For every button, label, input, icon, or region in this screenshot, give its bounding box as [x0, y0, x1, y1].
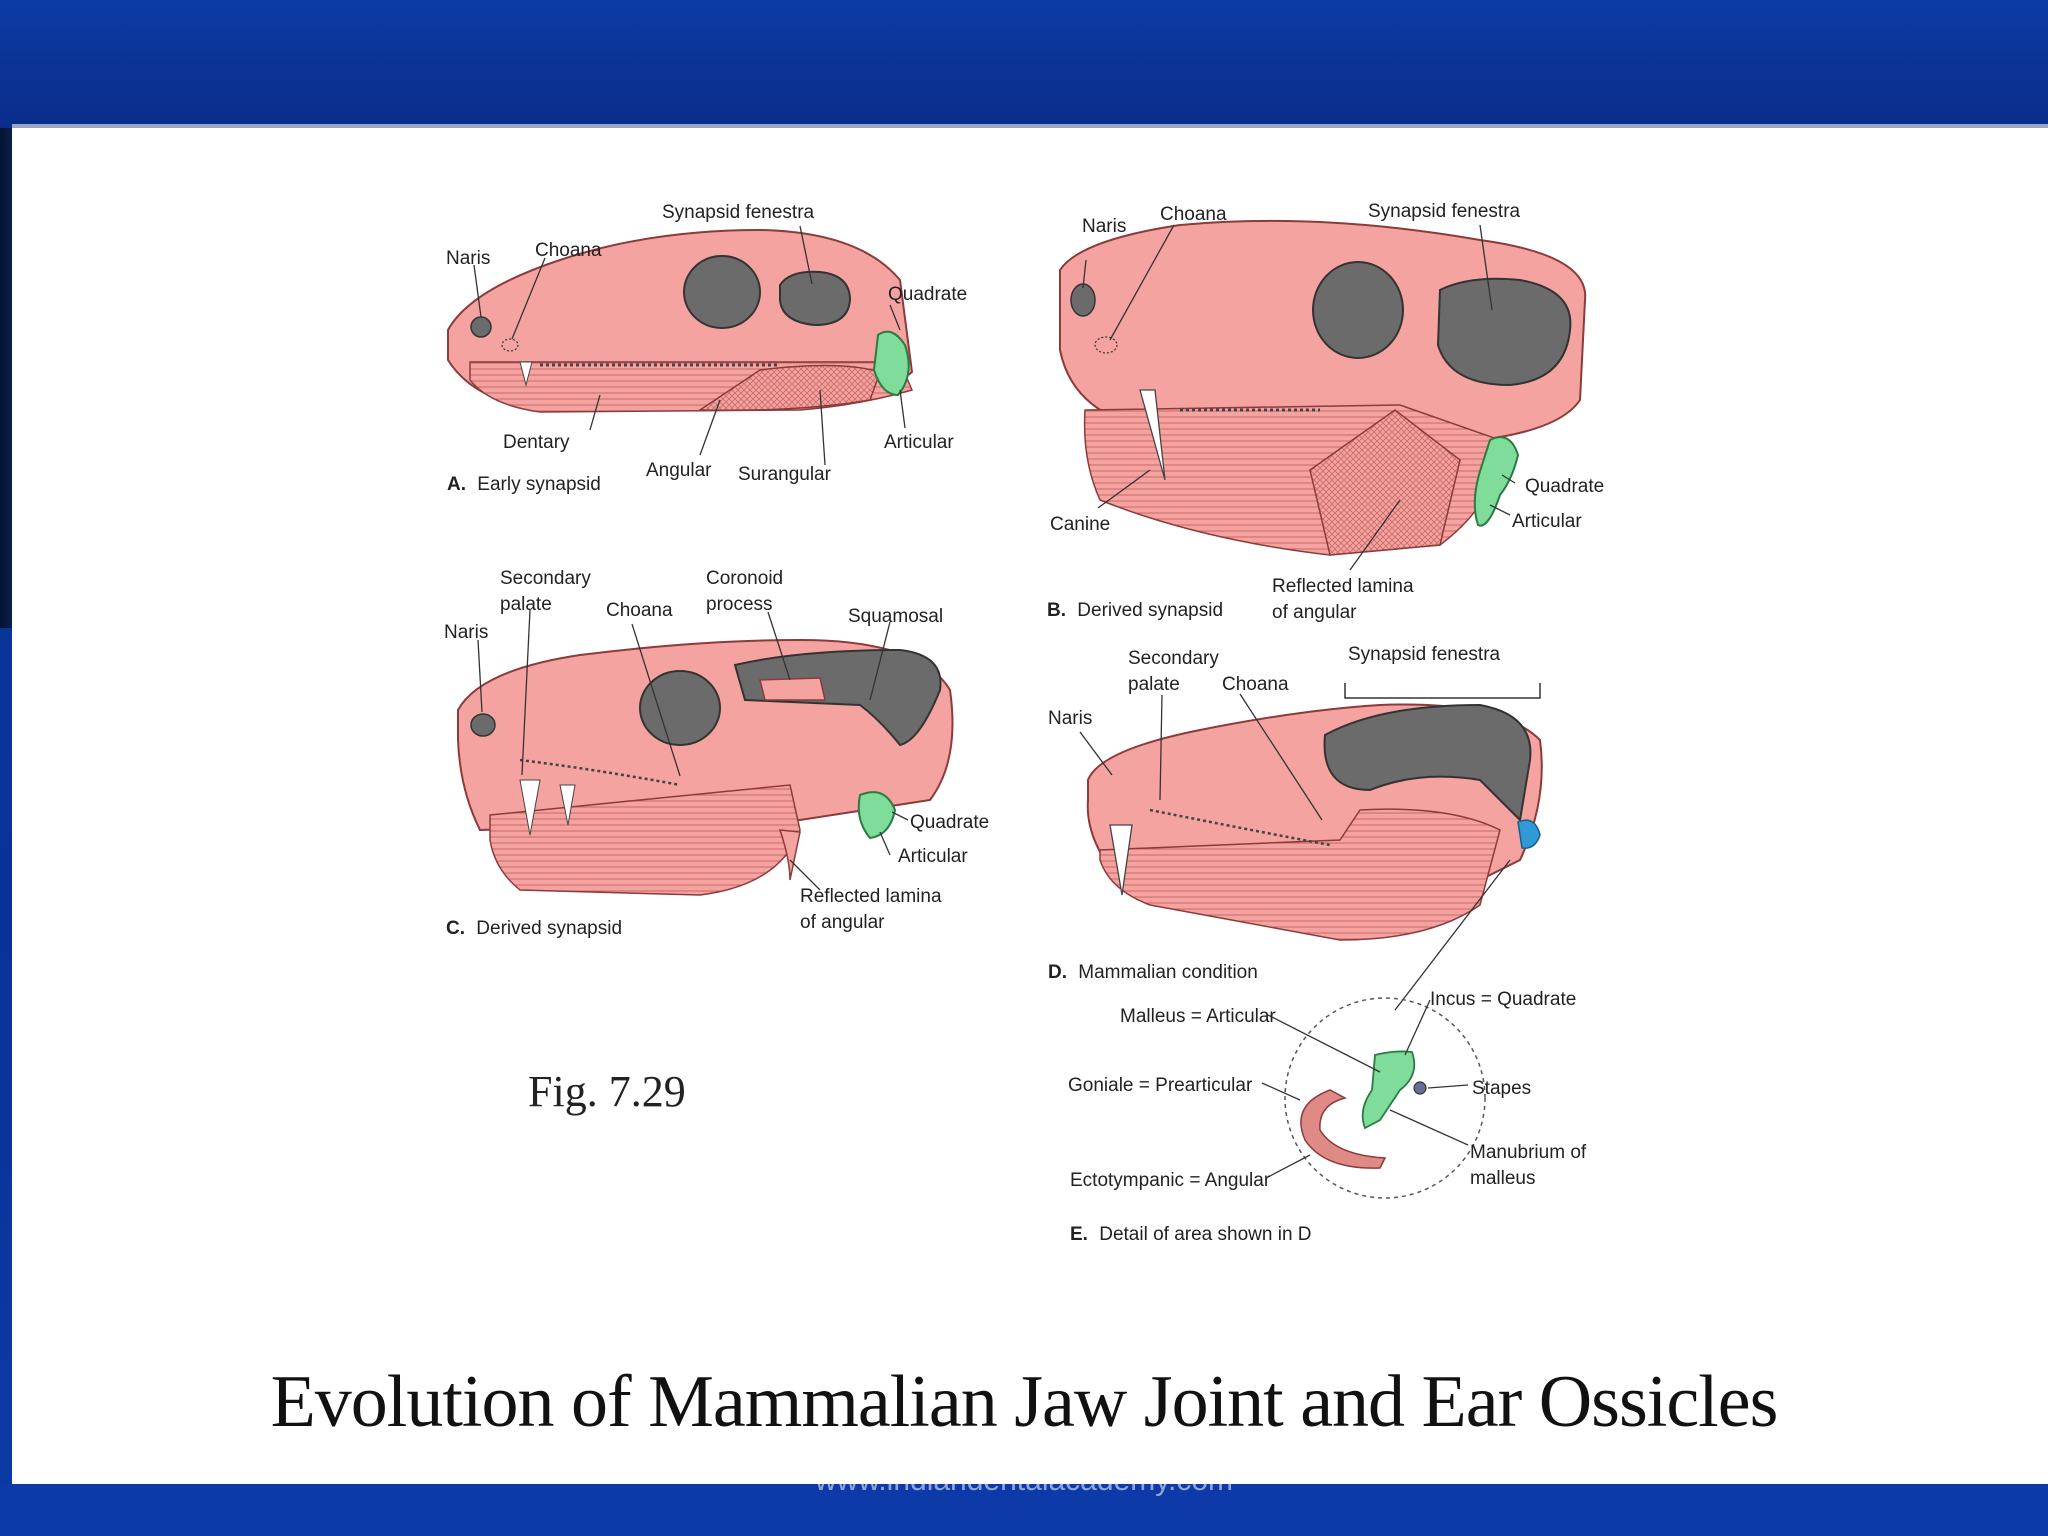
- panel-c-letter: C.: [446, 918, 465, 939]
- panel-e-letter: E.: [1070, 1224, 1088, 1245]
- panel-b-canine-label: Canine: [1050, 514, 1110, 535]
- panel-c-secondary-label-2: palate: [500, 594, 552, 615]
- panel-e-ectotympanic-label: Ectotympanic = Angular: [1070, 1170, 1271, 1191]
- panel-c-lamina-label-2: of angular: [800, 912, 885, 933]
- panel-a-quadrate-label: Quadrate: [888, 284, 967, 305]
- panel-b-orbit: [1312, 261, 1404, 359]
- panel-a-leaders: [473, 225, 906, 466]
- panel-c-quadrate-label: Quadrate: [910, 812, 989, 833]
- panel-c-caption: C. Derived synapsid: [446, 918, 622, 939]
- footer-url: www.indiandentalacademy.com: [815, 1464, 1233, 1497]
- panel-b-articular-label: Articular: [1512, 511, 1582, 532]
- panel-d-stapes-blue: [1517, 819, 1541, 849]
- panel-a-articular-label: Articular: [884, 432, 954, 453]
- panel-d-skull: [1086, 683, 1543, 941]
- panel-a-skull: [447, 228, 914, 413]
- panel-c-secondary-label-1: Secondary: [500, 568, 591, 589]
- panel-a-quadrate: [872, 330, 910, 397]
- panel-d-leaders: [1079, 693, 1511, 1011]
- panel-c-naris-label: Naris: [444, 622, 488, 643]
- panel-b-quadrate: [1473, 436, 1520, 527]
- panel-c-orbit: [639, 670, 721, 746]
- panel-c-caption-text: Derived synapsid: [476, 918, 622, 939]
- panel-e-leaders: [1261, 999, 1469, 1178]
- panel-b-fenestra: [1436, 277, 1572, 387]
- panel-c-coronoid-label-2: process: [706, 594, 773, 615]
- panel-c-squamosal-label: Squamosal: [848, 606, 943, 627]
- panel-a-caption-text: Early synapsid: [477, 474, 601, 495]
- panel-a-fenestra-label: Synapsid fenestra: [662, 202, 815, 223]
- panel-b-fenestra-label: Synapsid fenestra: [1368, 201, 1521, 222]
- slide-title: Evolution of Mammalian Jaw Joint and Ear…: [270, 1361, 1779, 1443]
- panel-d-naris-label: Naris: [1048, 708, 1092, 729]
- panel-e-caption-text: Detail of area shown in D: [1099, 1224, 1311, 1245]
- panel-a-caption: A. Early synapsid: [447, 474, 601, 495]
- panel-d-fenestra-bracket: [1344, 683, 1541, 699]
- panel-b-lamina-label-2: of angular: [1272, 602, 1357, 623]
- panel-d-choana-label: Choana: [1222, 674, 1289, 695]
- panel-a-angular-label: Angular: [646, 460, 712, 481]
- panel-a-surangular-label: Surangular: [738, 464, 832, 485]
- panel-a-naris-label: Naris: [446, 248, 490, 269]
- panel-a-letter: A.: [447, 474, 466, 495]
- panel-b-naris-label: Naris: [1082, 216, 1126, 237]
- panel-d-letter: D.: [1048, 962, 1067, 983]
- panel-d-fenestra-label: Synapsid fenestra: [1348, 644, 1501, 665]
- panel-e-manubrium-label-2: malleus: [1470, 1168, 1535, 1189]
- figure-canvas: [12, 128, 2048, 1484]
- panel-b-leaders: [1082, 224, 1516, 571]
- panel-c-lamina-label-1: Reflected lamina: [800, 886, 942, 907]
- left-edge-shadow: [0, 128, 12, 628]
- panel-b-choana-label: Choana: [1160, 204, 1227, 225]
- panel-e-manubrium-label-1: Manubrium of: [1470, 1142, 1587, 1163]
- panel-c-articular-label: Articular: [898, 846, 968, 867]
- figure-number: Fig. 7.29: [528, 1067, 686, 1116]
- stapes-bone: [1413, 1081, 1427, 1095]
- panel-a-fenestra: [779, 270, 852, 327]
- panel-d-fenestra: [1323, 703, 1532, 823]
- panel-c-leaders: [477, 609, 909, 891]
- panel-b-lamina-label-1: Reflected lamina: [1272, 576, 1414, 597]
- panel-b-skull: [1059, 219, 1587, 556]
- panel-e-malleus-label: Malleus = Articular: [1120, 1006, 1276, 1027]
- panel-e-detail: [1284, 997, 1486, 1199]
- panel-c-coronoid-label-1: Coronoid: [706, 568, 783, 589]
- panel-a-choana-label: Choana: [535, 240, 602, 261]
- panel-e-caption: E. Detail of area shown in D: [1070, 1224, 1312, 1245]
- panel-c-skull: [457, 638, 954, 896]
- panel-b-caption-text: Derived synapsid: [1077, 600, 1223, 621]
- title-bar: [0, 0, 2048, 128]
- panel-e-incus-label: Incus = Quadrate: [1430, 989, 1576, 1010]
- panel-d-caption-text: Mammalian condition: [1078, 962, 1258, 983]
- panel-a-orbit: [683, 255, 761, 329]
- panel-c-fenestra: [733, 648, 942, 747]
- panel-e-goniale-label: Goniale = Prearticular: [1068, 1075, 1253, 1096]
- panel-d-secondary-label-2: palate: [1128, 674, 1180, 695]
- panel-b-caption: B. Derived synapsid: [1047, 600, 1223, 621]
- panel-c-quadrate: [857, 791, 897, 840]
- footer-bar: [0, 1484, 2048, 1536]
- panel-b-quadrate-label: Quadrate: [1525, 476, 1604, 497]
- panel-a-dentary-label: Dentary: [503, 432, 570, 453]
- panel-c-choana-label: Choana: [606, 600, 673, 621]
- malleus-incus-bones: [1361, 1050, 1416, 1130]
- panel-e-stapes-label: Stapes: [1472, 1078, 1531, 1099]
- panel-d-caption: D. Mammalian condition: [1048, 962, 1258, 983]
- panel-b-letter: B.: [1047, 600, 1066, 621]
- panel-d-secondary-label-1: Secondary: [1128, 648, 1219, 669]
- ectotympanic-bone: [1300, 1089, 1387, 1169]
